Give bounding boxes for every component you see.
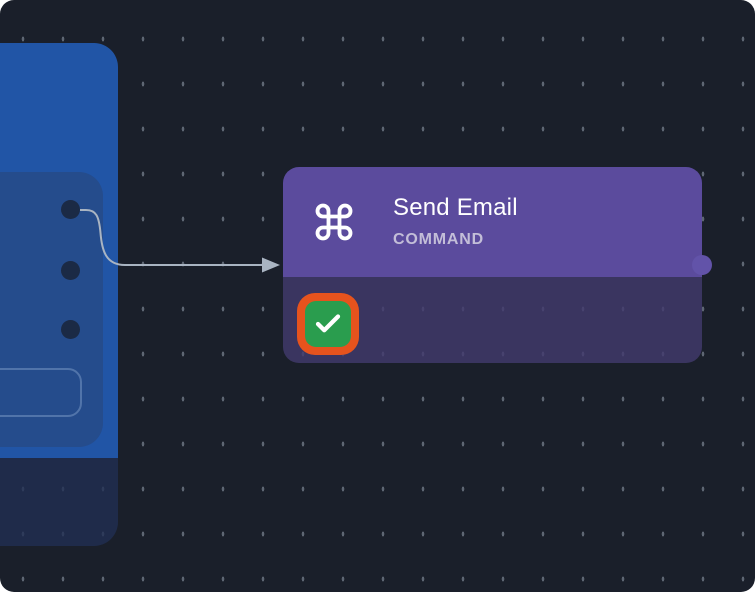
output-port-1[interactable] [61,200,80,219]
send-email-node-titles: Send Email COMMAND [393,194,518,248]
source-node-button[interactable] [0,368,82,417]
email-node-output-port[interactable] [692,255,712,275]
check-icon [305,301,351,347]
send-email-node[interactable]: Send Email COMMAND [283,167,712,363]
send-email-node-header: Send Email COMMAND [283,167,702,277]
command-icon [312,200,356,244]
output-port-3[interactable] [61,320,80,339]
status-badge[interactable] [297,293,359,355]
output-port-2[interactable] [61,261,80,280]
node-type-label: COMMAND [393,230,484,248]
source-node-footer [0,458,118,546]
node-title: Send Email [393,194,518,222]
send-email-node-body [283,277,702,363]
